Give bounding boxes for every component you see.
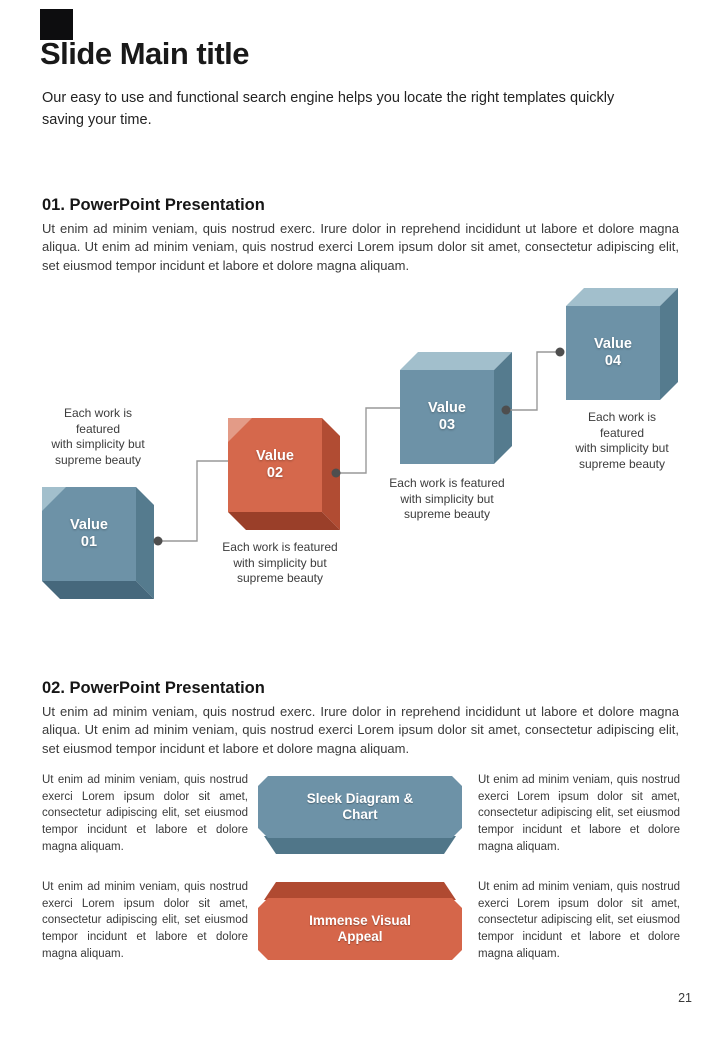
cube-corner-highlight <box>228 418 252 442</box>
banner-bottom-face <box>264 836 456 854</box>
cube-graphic <box>42 487 154 599</box>
cube-value-04: Value 04 <box>566 288 678 400</box>
page-number: 21 <box>678 991 692 1005</box>
banner-main-face <box>258 898 462 960</box>
connector-2-3 <box>336 407 400 474</box>
cube-right-face <box>322 418 340 530</box>
feature-text-row1-right: Ut enim ad minim veniam, quis nostrud ex… <box>478 774 680 853</box>
connector-dot <box>153 536 163 546</box>
page-title: Slide Main title <box>40 36 250 71</box>
cube-front-face <box>400 370 494 464</box>
banner-immense-visual: Immense Visual Appeal <box>258 880 462 960</box>
cube-front-face <box>42 487 136 581</box>
cube-graphic <box>228 418 340 530</box>
connector-dot <box>555 347 565 357</box>
banner-graphic <box>258 882 462 960</box>
cube-value-01: Value 01 <box>42 487 154 599</box>
logo-square <box>40 9 73 40</box>
section-2-heading: 02. PowerPoint Presentation <box>42 679 265 697</box>
banner-label: Sleek Diagram & Chart <box>306 790 414 822</box>
banner-label: Immense Visual Appeal <box>309 912 411 944</box>
cube-label: Value 03 <box>428 399 466 433</box>
cube-label: Value 02 <box>256 447 294 481</box>
feature-text-row1-left: Ut enim ad minim veniam, quis nostrud ex… <box>42 774 248 853</box>
cube-right-face <box>494 352 512 464</box>
section-1-heading: 01. PowerPoint Presentation <box>42 196 265 214</box>
cube-graphic <box>566 288 678 400</box>
page-subtitle: Our easy to use and functional search en… <box>42 90 615 128</box>
cube-top-face <box>400 352 512 370</box>
feature-text-row2-left: Ut enim ad minim veniam, quis nostrud ex… <box>42 881 248 960</box>
cube-caption-03: Each work is featured with simplicity bu… <box>389 476 505 522</box>
cube-label: Value 04 <box>594 335 632 369</box>
cube-right-face <box>136 487 154 599</box>
cube-value-02: Value 02 <box>228 418 340 530</box>
cube-right-face <box>660 288 678 400</box>
cube-bottom-face <box>42 581 154 599</box>
cube-label: Value 01 <box>70 516 108 550</box>
banner-graphic <box>258 776 462 854</box>
cube-front-face <box>228 418 322 512</box>
value-cubes-diagram: Value 01 Value 02 Value 03 <box>0 285 720 625</box>
cube-caption-04: Each work is featured with simplicity bu… <box>575 410 669 471</box>
cube-value-03: Value 03 <box>400 352 512 464</box>
cube-bottom-face <box>228 512 340 530</box>
connector-1-2 <box>158 460 228 542</box>
banner-top-face <box>264 882 456 900</box>
cube-caption-01: Each work is featured with simplicity bu… <box>51 406 145 467</box>
cube-caption-02: Each work is featured with simplicity bu… <box>222 540 338 586</box>
cube-top-face <box>566 288 678 306</box>
section-1-body: Ut enim ad minim veniam, quis nostrud ex… <box>42 221 679 273</box>
cube-front-face <box>566 306 660 400</box>
banner-main-face <box>258 776 462 838</box>
connector-3-4 <box>506 351 560 411</box>
cube-corner-highlight <box>42 487 66 511</box>
feature-text-row2-right: Ut enim ad minim veniam, quis nostrud ex… <box>478 881 680 960</box>
banner-sleek-diagram: Sleek Diagram & Chart <box>258 776 462 856</box>
section-2-body: Ut enim ad minim veniam, quis nostrud ex… <box>42 704 679 756</box>
